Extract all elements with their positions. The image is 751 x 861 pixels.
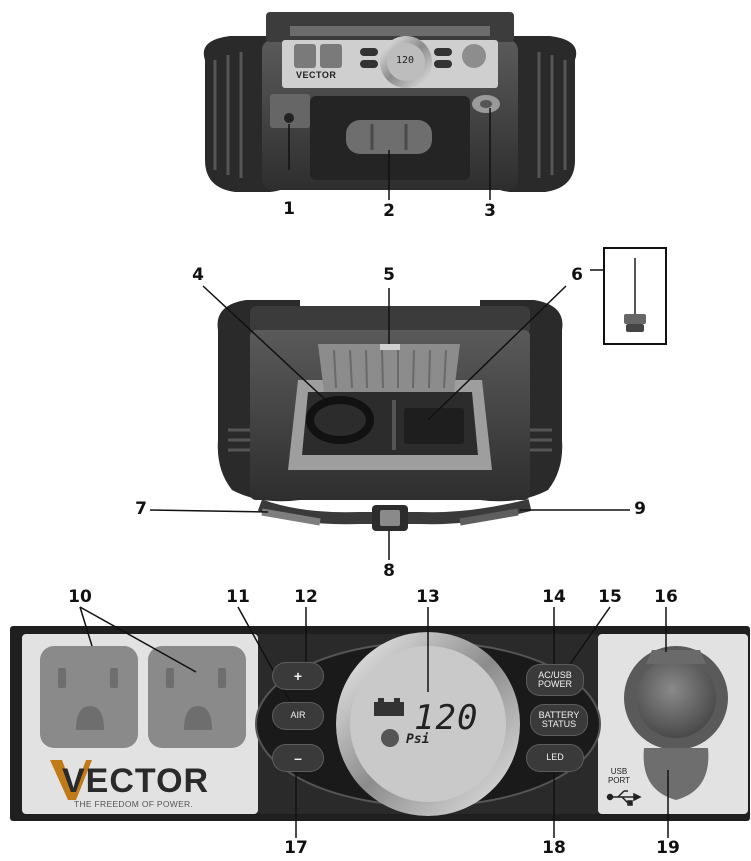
pressure-display-value: 120 — [414, 698, 479, 738]
callout-13: 13 — [416, 587, 440, 607]
control-panel — [10, 606, 750, 838]
callout-18: 18 — [542, 838, 566, 858]
callout-17: 17 — [284, 838, 308, 858]
vector-logo: VECTOR — [62, 762, 210, 800]
callout-14: 14 — [542, 587, 566, 607]
callout-2: 2 — [383, 201, 395, 221]
callout-5: 5 — [383, 265, 395, 285]
callout-6: 6 — [571, 265, 583, 285]
battery-status-button[interactable]: BATTERY STATUS — [530, 704, 588, 736]
usb-port-label: USB PORT — [607, 767, 631, 785]
front-view-unit — [203, 12, 577, 200]
rear-view-unit — [149, 247, 667, 560]
callout-4: 4 — [192, 265, 204, 285]
plus-button[interactable]: + — [272, 662, 324, 690]
callout-7: 7 — [135, 499, 147, 519]
top-brand-plate: VECTOR — [296, 70, 337, 80]
minus-button[interactable]: – — [272, 744, 324, 772]
callout-9: 9 — [634, 499, 646, 519]
led-button[interactable]: LED — [526, 744, 584, 772]
callout-10: 10 — [68, 587, 92, 607]
callout-3: 3 — [484, 201, 496, 221]
brand-tagline: THE FREEDOM OF POWER. — [74, 799, 194, 809]
callout-16: 16 — [654, 587, 678, 607]
pressure-display-unit: Psi — [406, 732, 430, 747]
top-lcd-value: 120 — [396, 55, 415, 66]
callout-19: 19 — [656, 838, 680, 858]
callout-12: 12 — [294, 587, 318, 607]
callout-15: 15 — [598, 587, 622, 607]
ac-usb-power-button[interactable]: AC/USB POWER — [526, 664, 584, 696]
callout-1: 1 — [283, 199, 295, 219]
callout-8: 8 — [383, 561, 395, 581]
air-button[interactable]: AIR — [272, 702, 324, 730]
callout-11: 11 — [226, 587, 250, 607]
